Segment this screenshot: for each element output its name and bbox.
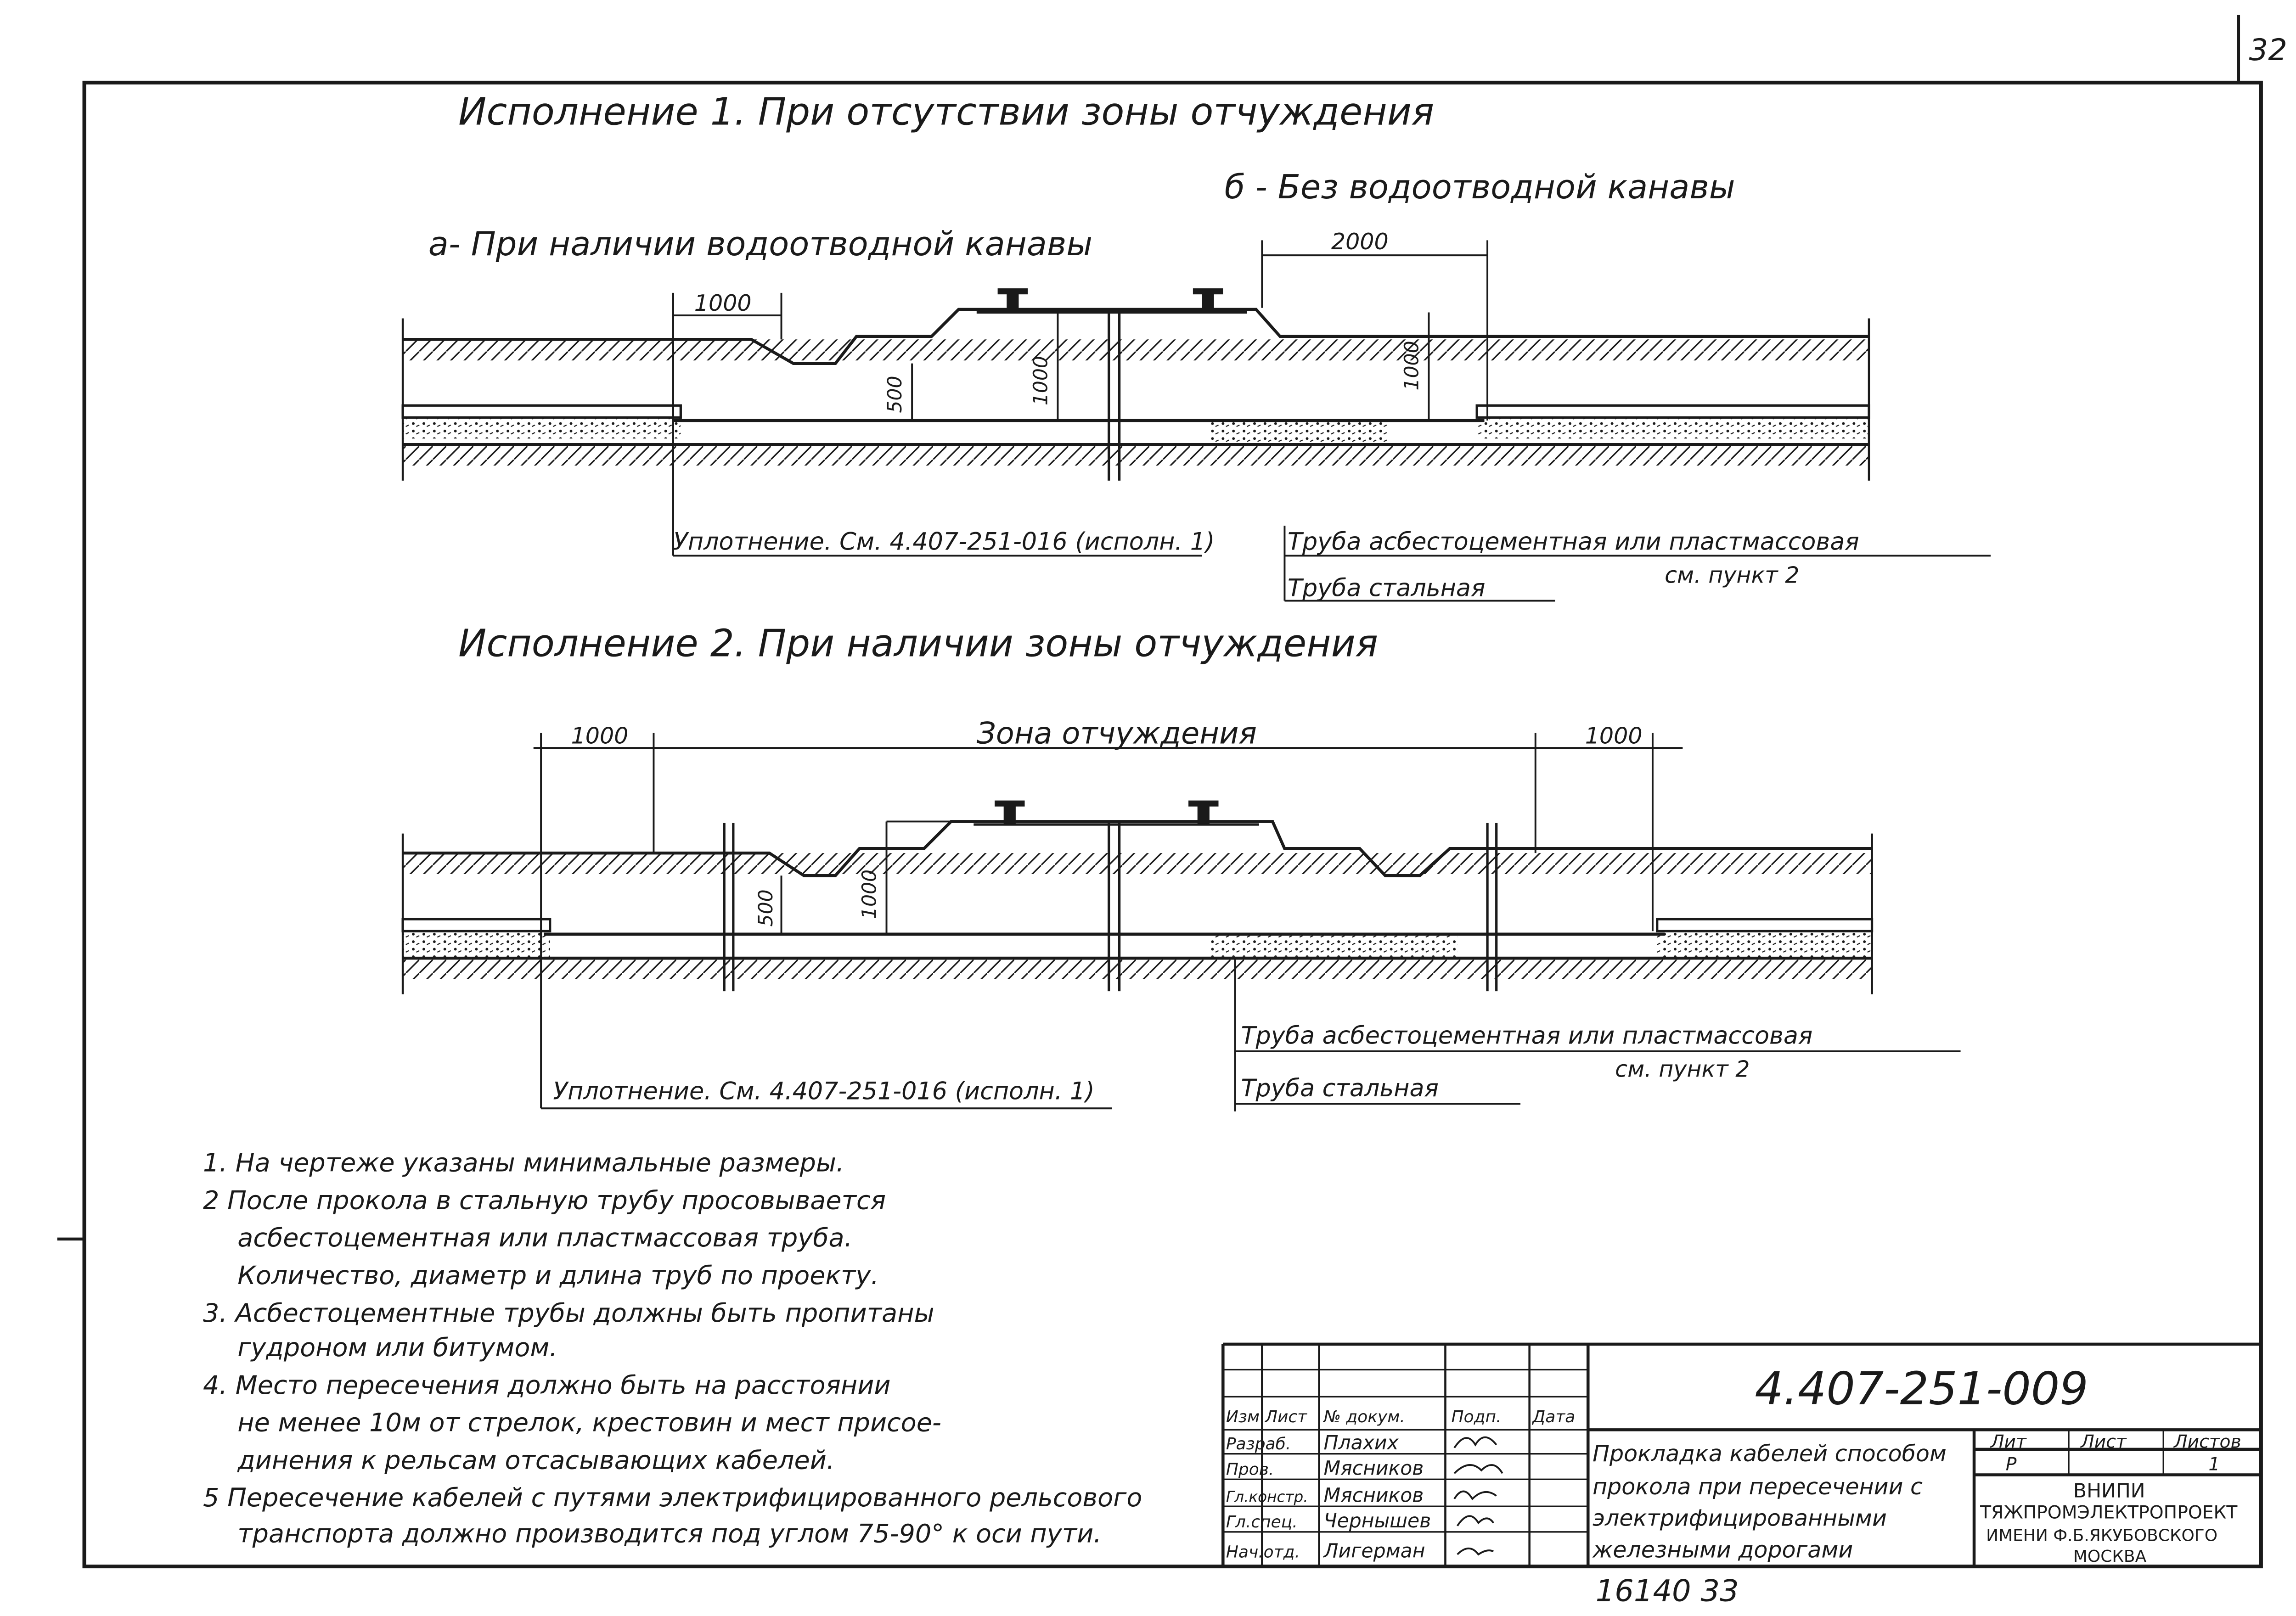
section2-cross-section	[401, 733, 1961, 1111]
sheets-label: Листов	[2173, 1432, 2241, 1453]
section2-title: Исполнение 2. При наличии зоны отчуждени…	[458, 622, 1378, 666]
label-see-item-2: см. пункт 2	[1615, 1056, 1750, 1083]
dim-2000: 2000	[1331, 228, 1389, 255]
org-line: ИМЕНИ Ф.Б.ЯКУБОВСКОГО	[1986, 1526, 2217, 1545]
label-see-item-1: см. пункт 2	[1665, 561, 1799, 588]
doc-title-line: прокола при пересечении с	[1593, 1473, 1923, 1500]
rail-2	[1193, 288, 1223, 313]
doc-code: 4.407-251-009	[1755, 1363, 2088, 1415]
dim-1000-b: 1000	[1401, 341, 1424, 390]
rail-1	[997, 288, 1028, 313]
tb-header-list: Лист	[1264, 1408, 1307, 1426]
tb-role: Пров.	[1226, 1460, 1274, 1479]
zone-label: Зона отчуждения	[977, 716, 1257, 751]
pipe-asbestos-section2	[1209, 936, 1458, 957]
note-line: 1. На чертеже указаны минимальные размер…	[203, 1148, 844, 1178]
label-pipe-asb-2: Труба асбестоцементная или пластмассовая	[1241, 1022, 1813, 1050]
title-block	[1221, 1342, 2261, 1567]
dim-500: 500	[884, 376, 906, 413]
lit-label: Лит	[1990, 1432, 2027, 1453]
tb-header-date: Дата	[1531, 1408, 1575, 1426]
signatures	[1453, 1436, 1503, 1556]
tb-name: Мясников	[1323, 1457, 1424, 1480]
variant-a-label: а- При наличии водоотводной канавы	[428, 224, 1092, 263]
label-pipe-asb-1: Труба асбестоцементная или пластмассовая	[1288, 527, 1859, 556]
tb-header-docnum: № докум.	[1322, 1408, 1405, 1426]
dim-1000-s2: 1000	[859, 870, 881, 919]
note-line: динения к рельсам отсасывающих кабелей.	[237, 1445, 834, 1475]
org-line: МОСКВА	[2073, 1547, 2147, 1566]
sheets-value: 1	[2208, 1454, 2220, 1475]
tb-role: Гл.спец.	[1226, 1513, 1298, 1532]
note-line: Количество, диаметр и длина труб по прое…	[237, 1261, 879, 1291]
lit-value: Р	[2006, 1454, 2017, 1475]
tb-header-sign: Подп.	[1452, 1408, 1502, 1426]
section1-title: Исполнение 1. При отсутствии зоны отчужд…	[458, 90, 1434, 134]
note-line: 3. Асбестоцементные трубы должны быть пр…	[203, 1298, 934, 1328]
tb-name: Мясников	[1323, 1484, 1424, 1507]
sheet-label: Лист	[2080, 1432, 2127, 1453]
tb-role: Разраб.	[1226, 1435, 1291, 1453]
soil-layer-bottom	[403, 444, 1869, 466]
tb-role: Нач.отд.	[1226, 1543, 1300, 1561]
tb-name: Чернышев	[1323, 1510, 1431, 1532]
note-line: 5 Пересечение кабелей с путями электрифи…	[203, 1483, 1142, 1513]
variant-b-label: б - Без водоотводной канавы	[1225, 168, 1735, 206]
org-line: ВНИПИ	[2073, 1480, 2145, 1503]
section1-cross-section	[401, 240, 1991, 602]
dim-1000-right: 1000	[1585, 722, 1643, 749]
label-pipe-steel-1: Труба стальная	[1288, 574, 1485, 602]
sheet-frame	[57, 15, 2263, 1569]
dim-1000-left: 1000	[571, 722, 629, 749]
note-line: не менее 10м от стрелок, крестовин и мес…	[237, 1408, 941, 1438]
note-line: 2 После прокола в стальную трубу просовы…	[203, 1185, 886, 1215]
rail-4	[1188, 800, 1219, 825]
doc-title-line: железными дорогами	[1592, 1536, 1853, 1563]
dim-1000-top: 1000	[694, 290, 752, 316]
soil-layer-top	[403, 339, 1869, 361]
note-line: гудроном или битумом.	[237, 1333, 557, 1363]
footer-number: 16140 33	[1596, 1573, 1739, 1608]
sheet-number: 32	[2249, 33, 2287, 67]
doc-title-line: электрифицированными	[1593, 1505, 1887, 1532]
label-pipe-steel-2: Труба стальная	[1241, 1074, 1439, 1102]
pipe-asbestos-section1	[1209, 422, 1390, 443]
rail-3	[995, 800, 1025, 825]
tb-name: Лигерман	[1322, 1540, 1425, 1562]
tb-name: Плахих	[1323, 1432, 1399, 1454]
note-line: транспорта должно производится под углом…	[237, 1519, 1102, 1549]
dim-1000-a: 1000	[1030, 356, 1052, 405]
notes: 1. На чертеже указаны минимальные размер…	[203, 1148, 1142, 1549]
tb-role: Гл.констр.	[1226, 1488, 1308, 1505]
tb-header-izm: Изм	[1226, 1408, 1260, 1426]
dim-500-s2: 500	[755, 889, 777, 926]
note-line: асбестоцементная или пластмассовая труба…	[237, 1223, 852, 1253]
org-line: ТЯЖПРОМЭЛЕКТРОПРОЕКТ	[1980, 1502, 2238, 1523]
doc-title-line: Прокладка кабелей способом	[1593, 1440, 1947, 1467]
label-compaction-2: Уплотнение. См. 4.407-251-016 (исполн. 1…	[553, 1077, 1094, 1105]
note-line: 4. Место пересечения должно быть на расс…	[203, 1370, 891, 1400]
label-compaction-1: Уплотнение. См. 4.407-251-016 (исполн. 1…	[673, 527, 1215, 556]
